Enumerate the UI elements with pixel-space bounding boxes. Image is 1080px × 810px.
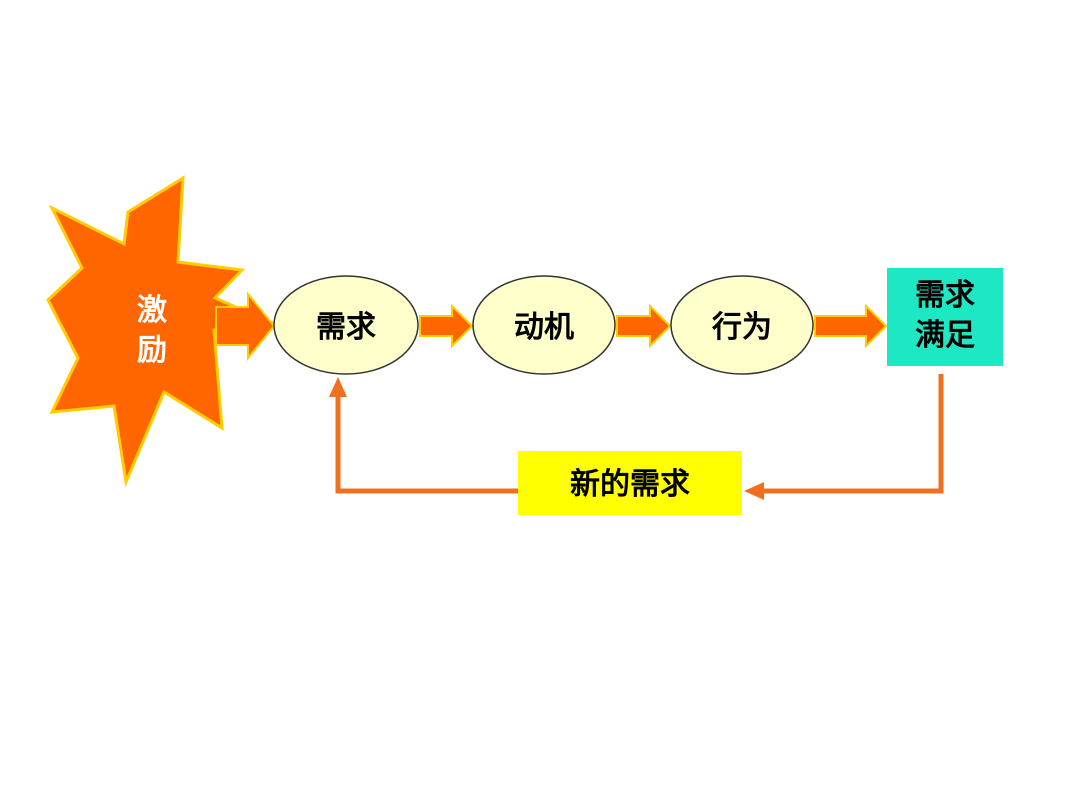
feedback-line-left	[335, 395, 518, 494]
need-ellipse	[273, 275, 419, 375]
starburst-label-line1: 激	[137, 293, 167, 328]
stimulus-starburst: 激 励	[46, 175, 276, 488]
behavior-ellipse	[670, 275, 814, 375]
motive-label: 动机	[514, 310, 574, 345]
satisfied-label-line1: 需求	[915, 278, 975, 313]
satisfied-label-line2: 满足	[915, 318, 975, 353]
arrow-motive-to-behavior	[616, 303, 672, 349]
motive-ellipse	[472, 275, 616, 375]
new-need-box	[518, 451, 742, 515]
behavior-label: 行为	[711, 310, 772, 345]
new-need-label: 新的需求	[570, 467, 690, 502]
need-node: 需求	[273, 275, 419, 375]
starburst-label-line2: 励	[137, 333, 167, 368]
behavior-node: 行为	[670, 275, 814, 375]
feedback-line-right	[762, 374, 944, 494]
arrow-need-to-motive	[419, 303, 474, 349]
satisfied-box	[887, 268, 1003, 366]
motive-node: 动机	[472, 275, 616, 375]
satisfied-node: 需求 满足	[887, 268, 1003, 366]
feedback-arrowhead-up	[329, 377, 347, 397]
new-need-node: 新的需求	[518, 451, 742, 515]
feedback-arrowhead-left	[744, 482, 764, 500]
arrow-stimulus-to-need	[215, 291, 276, 361]
starburst-shape	[46, 175, 276, 488]
arrow-behavior-to-satisfied	[814, 303, 888, 349]
need-label: 需求	[316, 310, 376, 345]
